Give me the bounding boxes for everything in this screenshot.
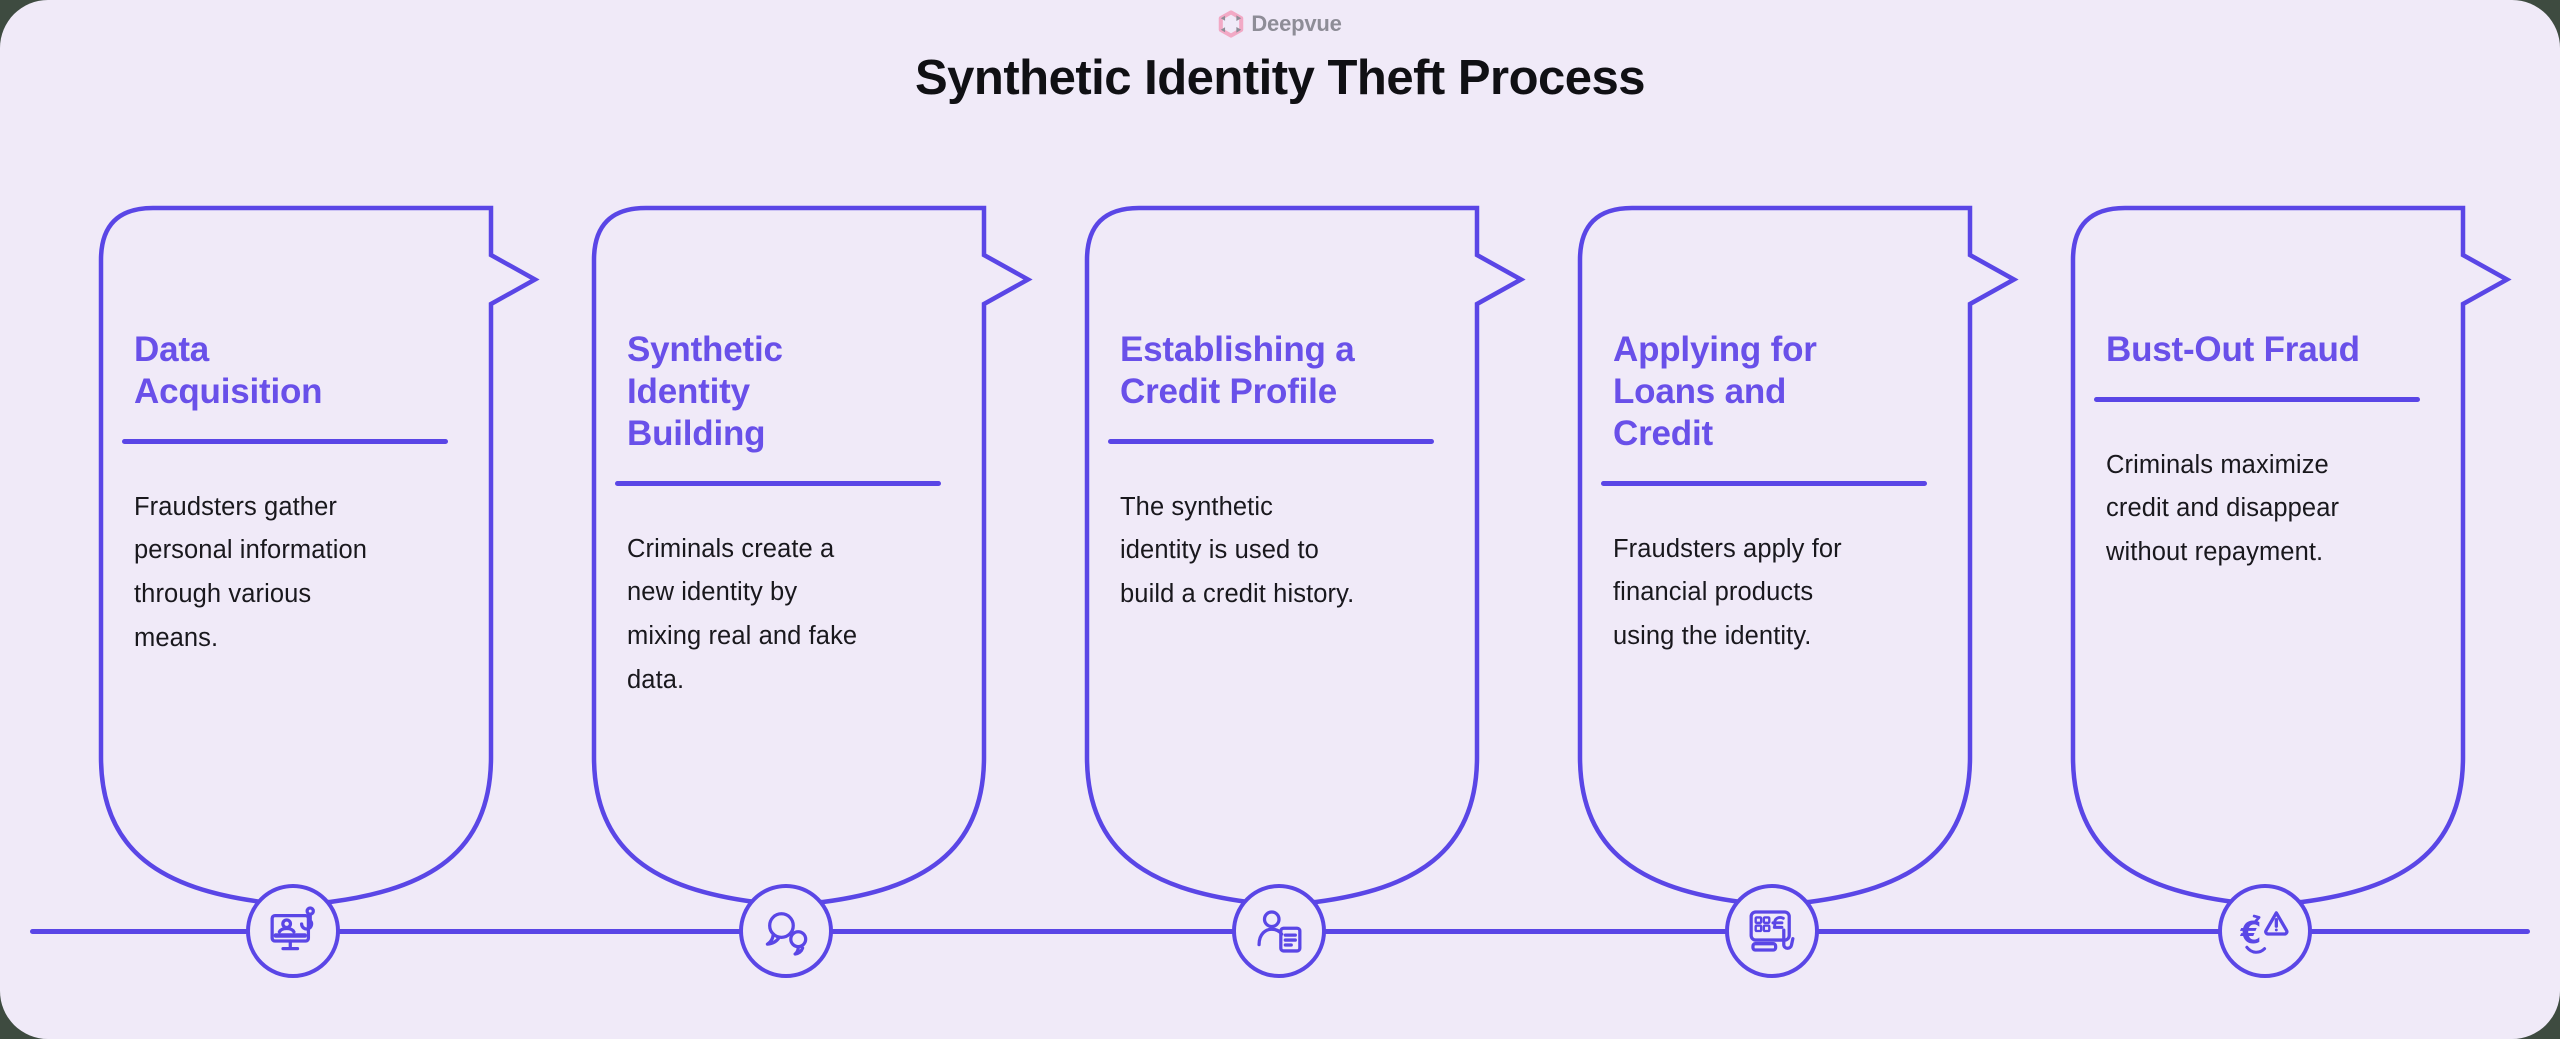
card-outline-shape xyxy=(98,205,540,905)
step-card-synthetic-identity-building: Synthetic Identity Building Criminals cr… xyxy=(591,205,1033,978)
brand-name: Deepvue xyxy=(1251,11,1342,36)
monitor-phishing-icon xyxy=(270,906,315,951)
step-icon-badge xyxy=(1232,884,1326,978)
heading-underline xyxy=(615,481,941,486)
deepvue-hexagon-logo-icon xyxy=(1219,10,1244,38)
step-heading: Establishing a Credit Profile xyxy=(1120,330,1355,411)
process-steps-row: Data Acquisition Fraudsters gather perso… xyxy=(98,205,2512,978)
heading-underline xyxy=(1108,439,1434,444)
step-heading: Synthetic Identity Building xyxy=(627,330,783,453)
heading-underline xyxy=(122,439,448,444)
card-outline-shape xyxy=(591,205,1033,905)
card-outline-shape xyxy=(2070,205,2512,905)
step-card-applying-loans-credit: Applying for Loans and Credit Fraudsters… xyxy=(1577,205,2019,978)
step-card-establishing-credit-profile: Establishing a Credit Profile The synthe… xyxy=(1084,205,1526,978)
card-outline-shape xyxy=(1084,205,1526,905)
brand-logo: Deepvue xyxy=(0,10,2560,38)
person-document-icon xyxy=(1257,910,1302,953)
card-outline-shape xyxy=(1577,205,2019,905)
step-card-bust-out-fraud: Bust-Out Fraud Criminals maximize credit… xyxy=(2070,205,2512,978)
step-heading: Data Acquisition xyxy=(134,330,323,411)
step-description: The synthetic identity is used to build … xyxy=(1120,492,1355,609)
step-icon-badge: € xyxy=(2218,884,2312,978)
step-description: Criminals create a new identity by mixin… xyxy=(627,534,858,695)
page-title: Synthetic Identity Theft Process xyxy=(914,51,1646,105)
step-heading: Applying for Loans and Credit xyxy=(1613,330,1817,453)
step-description: Criminals maximize credit and disappear … xyxy=(2106,450,2340,567)
chat-bubbles-icon xyxy=(765,912,808,956)
svg-text:€: € xyxy=(2240,916,2262,951)
step-icon-badge xyxy=(739,884,833,978)
heading-underline xyxy=(1601,481,1927,486)
step-card-data-acquisition: Data Acquisition Fraudsters gather perso… xyxy=(98,205,540,978)
atm-keypad-hand-icon xyxy=(1749,910,1795,952)
step-icon-badge xyxy=(246,884,340,978)
currency-warning-icon: € xyxy=(2240,911,2289,954)
heading-underline xyxy=(2094,397,2420,402)
step-description: Fraudsters apply for financial products … xyxy=(1613,534,1842,651)
step-description: Fraudsters gather personal information t… xyxy=(134,492,368,653)
step-icon-badge xyxy=(1725,884,1819,978)
step-heading: Bust-Out Fraud xyxy=(2106,330,2360,369)
